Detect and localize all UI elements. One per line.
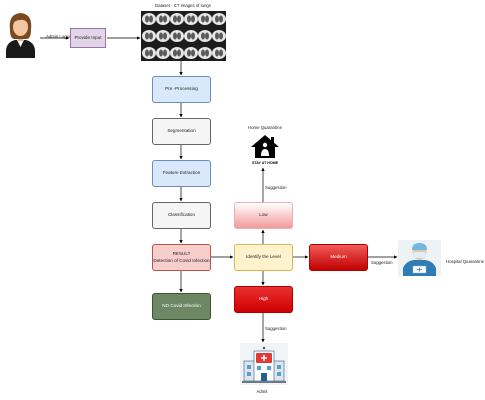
suggestion-label-low: Suggestion xyxy=(265,185,287,190)
result-box: RESULT Detection of Covid Infection xyxy=(152,244,211,271)
admit-label: Admit xyxy=(256,389,268,394)
ct-scan-grid-image xyxy=(141,11,226,61)
result-title: RESULT xyxy=(172,251,191,257)
home-quarantine-label: Home Quarantine xyxy=(248,125,282,130)
no-covid-box: NO Covid Infection xyxy=(152,293,211,320)
feature-extraction-box: Feature Extraction xyxy=(152,160,211,187)
hospital-quarantine-label: Hospital Quarantine xyxy=(446,259,484,264)
admin-login-label: Admin Login xyxy=(46,34,70,39)
user-avatar-icon xyxy=(6,13,35,58)
identify-level-box: Identify the Level xyxy=(234,244,293,271)
stay-at-home-house-icon: STAY AT HOME xyxy=(251,135,279,165)
suggestion-label-high: Suggestion xyxy=(265,326,287,331)
high-level-box: High xyxy=(234,286,293,313)
suggestion-label-medium: Suggestion xyxy=(371,260,393,265)
stay-at-home-sign-text: STAY AT HOME xyxy=(252,161,279,165)
dataset-title: Dataset - CT Images of lungs xyxy=(155,3,211,8)
classification-box: Classification xyxy=(152,202,211,229)
segmentation-box: Segmentation xyxy=(152,118,211,145)
provide-input-box: Provide Input xyxy=(70,28,106,48)
doctor-with-mask-icon xyxy=(398,240,441,276)
low-level-box: Low xyxy=(234,202,293,229)
medium-level-box: Medium xyxy=(309,244,368,271)
hospital-building-icon xyxy=(240,343,288,385)
preprocessing-box: Pre -Processing xyxy=(152,76,211,103)
result-text: Detection of Covid Infection xyxy=(153,257,210,263)
